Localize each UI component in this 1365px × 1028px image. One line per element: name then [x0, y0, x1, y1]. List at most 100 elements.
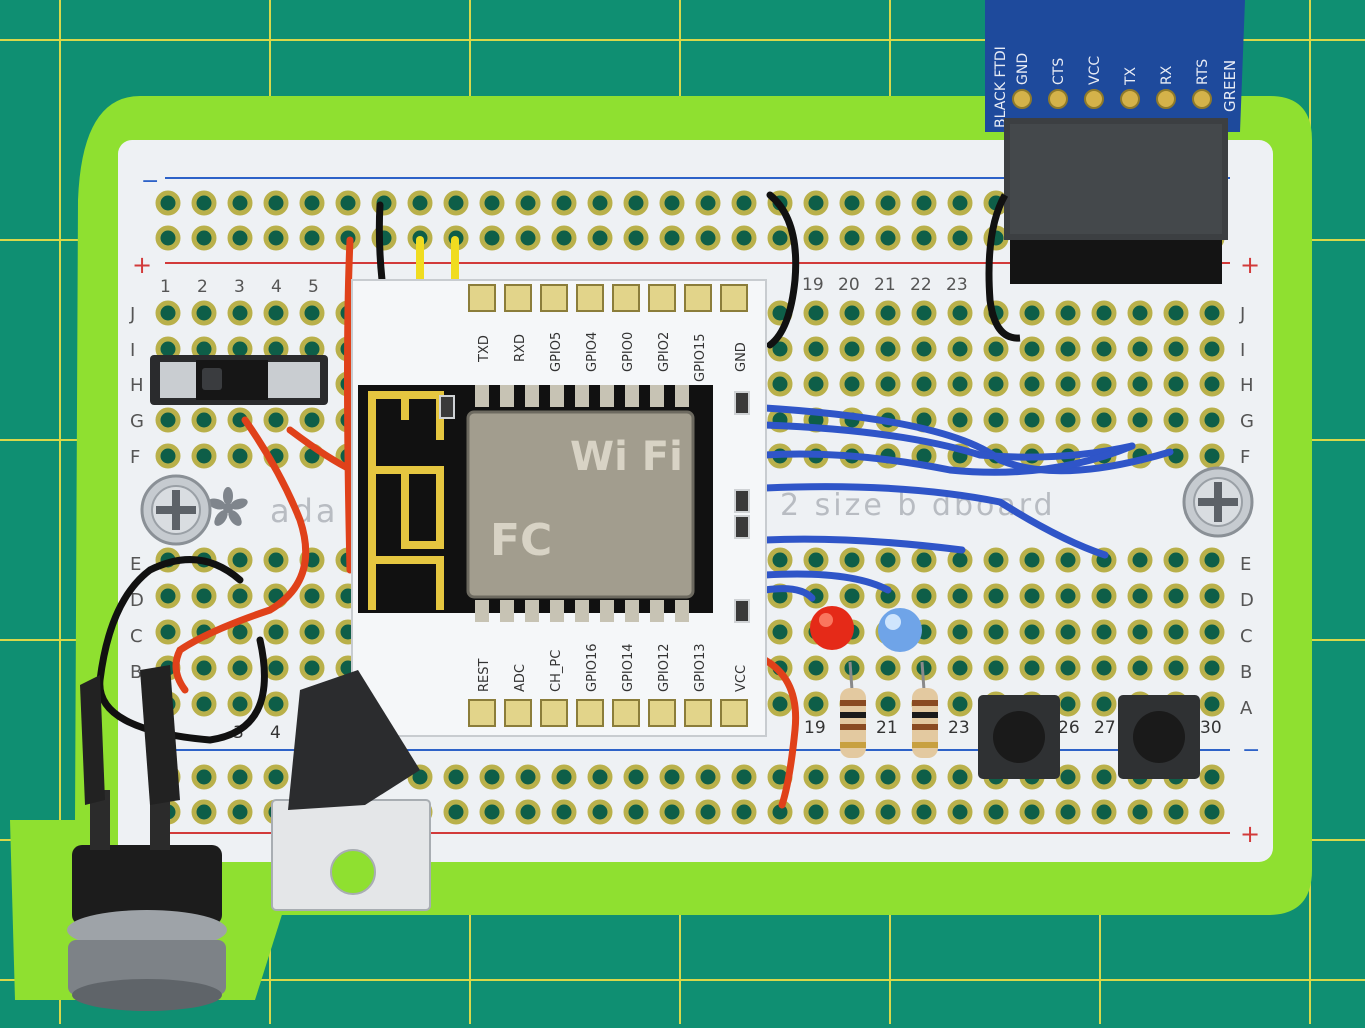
pad — [875, 655, 901, 681]
pad — [155, 407, 181, 433]
pad — [947, 336, 973, 362]
pad — [299, 655, 325, 681]
pad — [155, 583, 181, 609]
row-label: I — [1240, 340, 1245, 361]
pad — [911, 799, 937, 825]
ftdi-pin-label: TX — [1123, 66, 1139, 86]
col-label: 30 — [1200, 718, 1222, 738]
pad — [191, 583, 217, 609]
col-label: 3 — [234, 277, 245, 297]
pad — [875, 190, 901, 216]
pad — [947, 583, 973, 609]
col-label: 22 — [910, 275, 932, 295]
pad — [1127, 655, 1153, 681]
ftdi-breakout: BLACK FTDI GREEN GND CTS VCC TX RX RTS — [985, 0, 1245, 284]
pad — [983, 619, 1009, 645]
pad — [1199, 300, 1225, 326]
pad — [1127, 300, 1153, 326]
pad — [1055, 547, 1081, 573]
screw-right-icon — [1182, 466, 1254, 538]
row-labels-left: J I H G F E D C B — [129, 304, 144, 683]
row-label: E — [130, 554, 141, 575]
esp-pin-label: GPIO2 — [657, 332, 672, 372]
pad — [767, 619, 793, 645]
pad — [299, 583, 325, 609]
pad — [1127, 619, 1153, 645]
pad — [1199, 407, 1225, 433]
pad — [1091, 655, 1117, 681]
pad — [1055, 407, 1081, 433]
pad — [263, 691, 289, 717]
row-label: C — [1240, 626, 1253, 647]
row-label: C — [130, 626, 143, 647]
pad — [191, 225, 217, 251]
col-label: 5 — [308, 277, 319, 297]
pad — [659, 764, 685, 790]
pad — [191, 799, 217, 825]
pad — [1055, 371, 1081, 397]
pad — [1163, 619, 1189, 645]
col-label: 19 — [802, 275, 824, 295]
col-label: 19 — [804, 718, 826, 738]
pad — [515, 764, 541, 790]
red-wires — [172, 236, 800, 809]
pad — [515, 190, 541, 216]
pad — [227, 583, 253, 609]
esp-pin-label: REST — [477, 659, 492, 692]
pad — [947, 799, 973, 825]
pad — [155, 300, 181, 326]
pad — [1091, 336, 1117, 362]
pad — [299, 225, 325, 251]
pad — [623, 225, 649, 251]
resistor-1 — [840, 661, 866, 758]
esp-pin-label: GPIO4 — [585, 332, 600, 372]
blue-wires — [761, 404, 1174, 602]
pad — [767, 691, 793, 717]
pad — [407, 190, 433, 216]
row-label: B — [130, 662, 142, 683]
pad — [1019, 799, 1045, 825]
pad — [227, 799, 253, 825]
row-label: D — [1240, 590, 1254, 611]
pad — [623, 190, 649, 216]
col-label: 27 — [1094, 718, 1116, 738]
pad — [767, 371, 793, 397]
pad — [911, 300, 937, 326]
pad — [947, 619, 973, 645]
pad — [947, 190, 973, 216]
esp-pin-label: CH_PC — [549, 650, 564, 692]
pad — [263, 655, 289, 681]
ftdi-pin-label: RTS — [1195, 59, 1211, 85]
row-label: I — [130, 340, 135, 361]
pad — [731, 190, 757, 216]
col-label: 4 — [270, 723, 281, 743]
pad — [875, 300, 901, 326]
pad — [155, 443, 181, 469]
rail-plus-bottom: + — [1240, 820, 1260, 848]
shield-fc-text: FC — [490, 515, 552, 566]
pad — [1055, 619, 1081, 645]
esp-metal-shield — [466, 410, 695, 599]
pad — [1091, 691, 1117, 717]
column-labels-top-right: 19 20 21 22 23 — [802, 275, 968, 295]
pad — [1199, 799, 1225, 825]
pad — [1019, 547, 1045, 573]
pin-header — [1010, 240, 1222, 284]
pad — [659, 799, 685, 825]
esp-pin-label: GPIO16 — [585, 643, 600, 692]
pad — [299, 300, 325, 326]
pad — [803, 655, 829, 681]
pad — [1127, 547, 1153, 573]
pad — [839, 799, 865, 825]
red-led — [810, 606, 854, 650]
ftdi-label: BLACK FTDI — [993, 46, 1009, 128]
pad — [1055, 691, 1081, 717]
pad — [479, 799, 505, 825]
flower-logo-icon — [208, 487, 248, 526]
row-label: G — [130, 411, 144, 432]
pad — [1019, 407, 1045, 433]
pad — [1019, 336, 1045, 362]
row-label: G — [1240, 411, 1254, 432]
pad — [623, 764, 649, 790]
